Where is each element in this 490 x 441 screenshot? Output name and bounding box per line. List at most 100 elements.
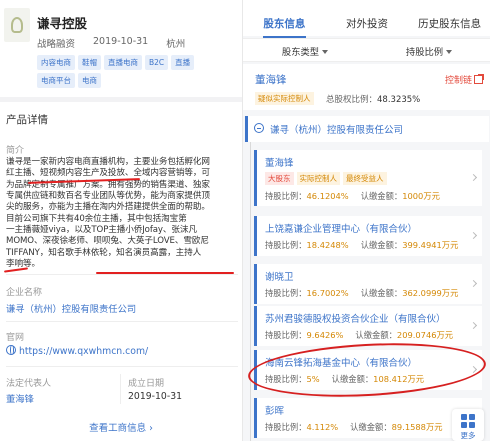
caret-down-icon xyxy=(322,50,329,54)
more-label: 更多 xyxy=(460,431,476,440)
controller-ratio: 总股权比例：48.3235% xyxy=(326,93,420,105)
filter-label: 股东类型 xyxy=(281,47,320,58)
legal-rep-value[interactable]: 董海锋 xyxy=(6,394,34,405)
chevron-right-icon xyxy=(469,173,478,182)
industry-tag[interactable]: 电商平台 xyxy=(37,73,75,88)
intro-line: TIFFANY，知名歌手林依轮，知名演员高露，主持人 xyxy=(6,247,202,258)
more-button[interactable]: 更多 xyxy=(452,409,484,441)
intro-line: 李响等。 xyxy=(6,259,40,270)
amt-value: 362.0999万元 xyxy=(402,288,459,298)
shareholder-name: 董海锋 xyxy=(265,158,294,169)
amt-value: 1000万元 xyxy=(402,191,440,201)
shareholder-card[interactable]: 上饶嘉谦企业管理中心（有限合伙） 持股比例：18.4248%认缴金额：399.4… xyxy=(254,216,482,256)
annotation-underline xyxy=(96,272,234,274)
industry-tag[interactable]: B2C xyxy=(145,55,169,70)
filter-shareholder-type[interactable]: 股东类型 xyxy=(243,39,367,61)
pct-value: 4.112% xyxy=(306,422,339,432)
divider-vertical xyxy=(120,374,121,404)
industry-tag[interactable]: 直播 xyxy=(171,55,195,70)
shareholder-stats: 持股比例：16.7002%认缴金额：362.0999万元 xyxy=(265,287,458,299)
funding-round: 战略融资 xyxy=(37,39,76,50)
amt-label: 认缴金额： xyxy=(360,191,403,201)
industry-tag[interactable]: 内容电商 xyxy=(37,55,75,70)
intro-line: 尖的服务，亦能为主播在淘内外搭建提供全面的帮助。 xyxy=(6,202,210,213)
pct-label: 持股比例： xyxy=(265,288,307,298)
founded-label: 成立日期 xyxy=(128,379,165,389)
shareholder-name: 谢晓卫 xyxy=(265,272,294,283)
shareholder-card[interactable]: 彭晖 持股比例：4.112%认缴金额：89.1588万元 xyxy=(254,398,482,438)
filter-bar: 股东类型 持股比例 xyxy=(243,38,490,62)
industry-tag[interactable]: 鞋帽 xyxy=(78,55,101,70)
shareholder-list: 董海锋 大股东 实际控制人 最终受益人 持股比例：46.1204%认缴金额：10… xyxy=(248,0,490,441)
shareholder-tag: 大股东 xyxy=(265,172,294,185)
intro-label: 简介 xyxy=(6,146,25,156)
controller-tag: 疑似实际控制人 xyxy=(255,92,314,105)
shareholder-name: 彭晖 xyxy=(265,406,285,417)
amt-label: 认缴金额： xyxy=(331,374,374,384)
industry-tag[interactable]: 直播电商 xyxy=(104,55,142,70)
shareholder-tag: 实际控制人 xyxy=(296,172,340,185)
shareholder-name: 上饶嘉谦企业管理中心（有限合伙） xyxy=(265,224,418,235)
amt-label: 认缴金额： xyxy=(355,330,397,340)
shareholder-stats: 持股比例：9.6426%认缴金额：209.0746万元 xyxy=(265,329,453,341)
shareholder-card[interactable]: 谢晓卫 持股比例：16.7002%认缴金额：362.0999万元 xyxy=(254,264,482,304)
shareholder-card[interactable]: 董海锋 大股东 实际控制人 最终受益人 持股比例：46.1204%认缴金额：10… xyxy=(254,150,482,206)
actual-controller-card: 董海锋 控制链 疑似实际控制人 总股权比例：48.3235% xyxy=(243,64,490,110)
tab-history[interactable]: 历史股东信息 xyxy=(418,18,482,30)
controller-name[interactable]: 董海锋 xyxy=(255,74,287,86)
pct-label: 持股比例： xyxy=(265,240,307,250)
shareholder-card[interactable]: 苏州君骏德股权投资合伙企业（有限合伙） 持股比例：9.6426%认缴金额：209… xyxy=(254,306,482,346)
pct-value: 5% xyxy=(306,374,320,384)
filter-label: 持股比例 xyxy=(405,47,444,58)
globe-icon xyxy=(6,345,16,355)
view-business-info-link[interactable]: 查看工商信息 › xyxy=(0,420,242,434)
filter-holding-ratio[interactable]: 持股比例 xyxy=(367,39,490,61)
amt-label: 认缴金额： xyxy=(360,240,403,250)
amt-value: 89.1588万元 xyxy=(391,422,443,432)
company-city: 杭州 xyxy=(166,39,186,50)
intro-line: 专属供应链和数百名专业团队等优势，能为商家提供顶 xyxy=(6,191,210,202)
chevron-right-icon xyxy=(469,279,478,288)
pct-label: 持股比例： xyxy=(265,422,307,432)
legal-rep-label: 法定代表人 xyxy=(6,379,52,389)
intro-line: 红主播、短视频内容生产及投放、全域内容营销等，可 xyxy=(6,168,210,179)
website-link[interactable]: https://www.qxwhmcn.com/ xyxy=(6,345,148,357)
divider xyxy=(6,366,238,367)
industry-tags-row2: 电商平台 电商 xyxy=(37,73,101,88)
tab-bar: 股东信息 对外投资 历史股东信息 xyxy=(243,0,490,38)
industry-tag[interactable]: 电商 xyxy=(78,73,101,88)
root-company-node[interactable]: 谦寻（杭州）控股有限责任公司 xyxy=(245,116,489,142)
chevron-right-icon xyxy=(469,231,478,240)
intro-line: 谦寻是一家新内容电商直播机构，主要业务包括孵化网 xyxy=(6,157,210,167)
divider xyxy=(6,274,238,275)
amt-label: 认缴金额： xyxy=(360,288,403,298)
chevron-right-icon: › xyxy=(149,423,153,434)
grid-icon xyxy=(452,414,484,428)
chevron-right-icon xyxy=(469,321,478,330)
pct-label: 持股比例： xyxy=(265,374,307,384)
funding-date: 2019-10-31 xyxy=(93,36,149,47)
control-chain-link[interactable]: 控制链 xyxy=(445,73,484,86)
shareholder-stats: 持股比例：5%认缴金额：108.412万元 xyxy=(265,373,424,385)
website-label: 官网 xyxy=(6,333,25,343)
section-divider xyxy=(0,97,242,102)
pct-value: 9.6426% xyxy=(306,330,344,340)
company-logo xyxy=(4,8,30,42)
intro-line: 目前公司旗下共有40余位主播，其中包括淘宝第 xyxy=(6,213,187,224)
pct-label: 持股比例： xyxy=(265,330,307,340)
pct-label: 持股比例： xyxy=(265,191,307,201)
divider xyxy=(6,321,238,322)
founded-value: 2019-10-31 xyxy=(128,391,183,402)
view-business-info-label: 查看工商信息 xyxy=(89,423,147,434)
ratio-label: 总股权比例： xyxy=(326,95,378,105)
tab-shareholders[interactable]: 股东信息 xyxy=(243,0,326,38)
shareholder-card[interactable]: 海南云锋拓海基金中心（有限合伙） 持股比例：5%认缴金额：108.412万元 xyxy=(254,350,482,390)
amt-value: 399.4941万元 xyxy=(402,240,459,250)
tab-investments[interactable]: 对外投资 xyxy=(346,18,388,30)
registered-company-name[interactable]: 谦寻（杭州）控股有限责任公司 xyxy=(6,304,137,315)
shareholder-name: 海南云锋拓海基金中心（有限合伙） xyxy=(265,358,418,369)
company-name: 谦寻控股 xyxy=(37,16,88,31)
company-name-label: 企业名称 xyxy=(6,288,43,298)
collapse-icon[interactable] xyxy=(254,123,264,133)
ratio-value: 48.3235% xyxy=(377,95,421,105)
